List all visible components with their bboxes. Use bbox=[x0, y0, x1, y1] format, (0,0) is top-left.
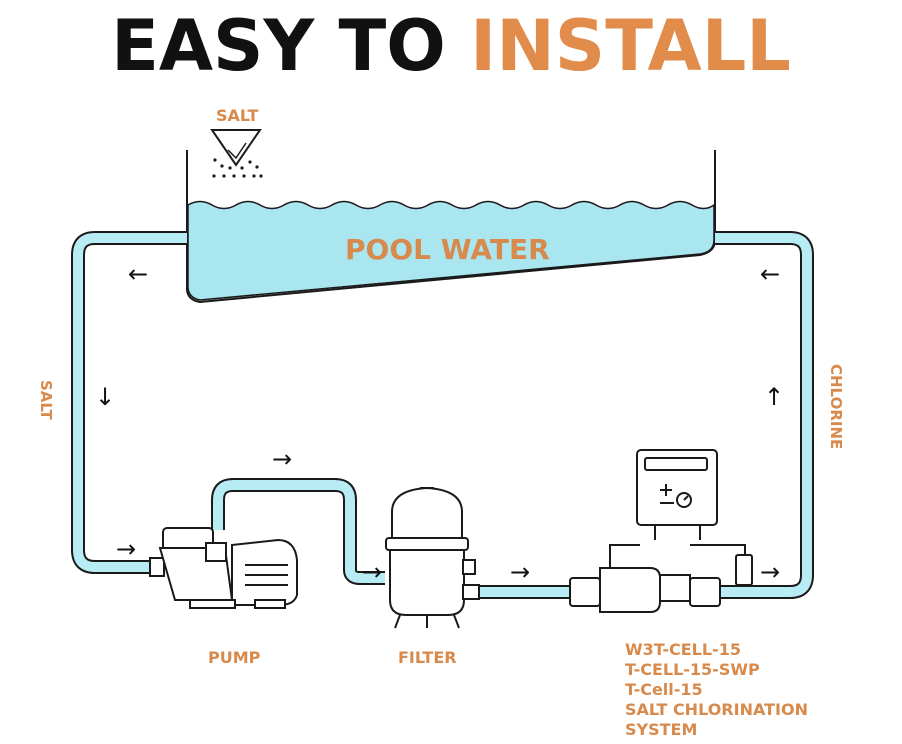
pipe-loop bbox=[71, 231, 814, 599]
pump-label: PUMP bbox=[208, 648, 261, 667]
product-list: W3T-CELL-15 T-CELL-15-SWP T-Cell-15 SALT… bbox=[625, 640, 808, 740]
salt-funnel-icon bbox=[210, 129, 263, 178]
flow-arrow-left-icon: ← bbox=[128, 260, 149, 288]
page-title: EASY TO INSTALL bbox=[0, 6, 902, 86]
flow-arrow-right-icon: → bbox=[362, 558, 383, 586]
flow-arrow-right-icon: → bbox=[760, 558, 781, 586]
pool-tank bbox=[186, 150, 716, 304]
chlorine-side-label: CHLORINE bbox=[827, 364, 845, 450]
pump-icon bbox=[149, 527, 298, 609]
title-part-easy-to: EASY TO bbox=[111, 5, 446, 87]
flow-arrow-down-icon: ↓ bbox=[95, 383, 116, 411]
pool-water bbox=[187, 200, 715, 301]
filter-icon bbox=[385, 486, 480, 629]
product-line: T-CELL-15-SWP bbox=[625, 660, 760, 679]
filter-label: FILTER bbox=[398, 648, 457, 667]
flow-arrow-right-icon: → bbox=[272, 445, 293, 473]
control-box-icon bbox=[609, 449, 746, 568]
salt-side-label: SALT bbox=[37, 380, 55, 420]
salt-top-label: SALT bbox=[216, 106, 259, 125]
flow-arrow-right-icon: → bbox=[116, 535, 137, 563]
product-line: SALT CHLORINATION bbox=[625, 700, 808, 719]
chlorinator-cell-icon bbox=[569, 554, 753, 613]
flow-arrow-left-icon: ← bbox=[760, 260, 781, 288]
flow-arrow-right-icon: → bbox=[510, 558, 531, 586]
pool-water-label: POOL WATER bbox=[345, 233, 550, 266]
title-part-install: INSTALL bbox=[470, 5, 791, 87]
product-line: T-Cell-15 bbox=[625, 680, 703, 699]
product-line: W3T-CELL-15 bbox=[625, 640, 741, 659]
flow-arrow-up-icon: ↑ bbox=[764, 383, 785, 411]
product-line: SYSTEM bbox=[625, 720, 698, 739]
